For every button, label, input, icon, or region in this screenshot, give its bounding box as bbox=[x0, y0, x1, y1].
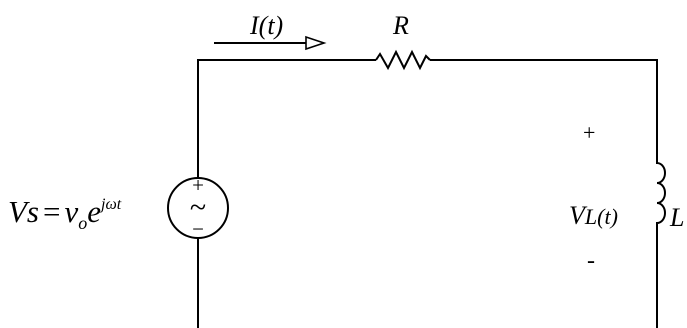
inductor-voltage-subscript: L(t) bbox=[584, 204, 618, 229]
source-tilde-icon: ~ bbox=[190, 191, 206, 224]
current-arrow-head bbox=[305, 35, 327, 51]
ac-voltage-source-icon: + ~ − bbox=[167, 173, 229, 241]
source-equation: Vs=voejωt bbox=[8, 194, 122, 233]
source-equation-equals: = bbox=[43, 194, 60, 229]
source-equation-exponent: jωt bbox=[99, 196, 122, 213]
arrow-right-icon bbox=[214, 35, 327, 51]
source-minus-sign: − bbox=[192, 217, 204, 241]
source-equation-e: e bbox=[87, 194, 101, 229]
source-plus-sign: + bbox=[192, 173, 204, 197]
inductor-voltage-label: VL(t) bbox=[569, 201, 618, 230]
inductor-voltage-symbol: V bbox=[569, 201, 588, 230]
source-equation-v: v bbox=[64, 194, 78, 229]
inductor-label: L bbox=[669, 203, 684, 232]
resistor-zigzag-icon bbox=[375, 49, 431, 71]
source-equation-lhs: Vs bbox=[8, 194, 39, 229]
inductor-voltage-plus: + bbox=[583, 120, 595, 145]
inductor-coil-icon bbox=[656, 153, 666, 238]
resistor-label: R bbox=[392, 11, 409, 40]
inductor-voltage-minus: - bbox=[587, 248, 595, 274]
source-equation-subscript: o bbox=[78, 213, 87, 233]
source-circle bbox=[167, 177, 229, 239]
current-label: I(t) bbox=[249, 11, 283, 40]
top-left-wire bbox=[197, 59, 376, 178]
top-right-wire bbox=[430, 59, 658, 153]
